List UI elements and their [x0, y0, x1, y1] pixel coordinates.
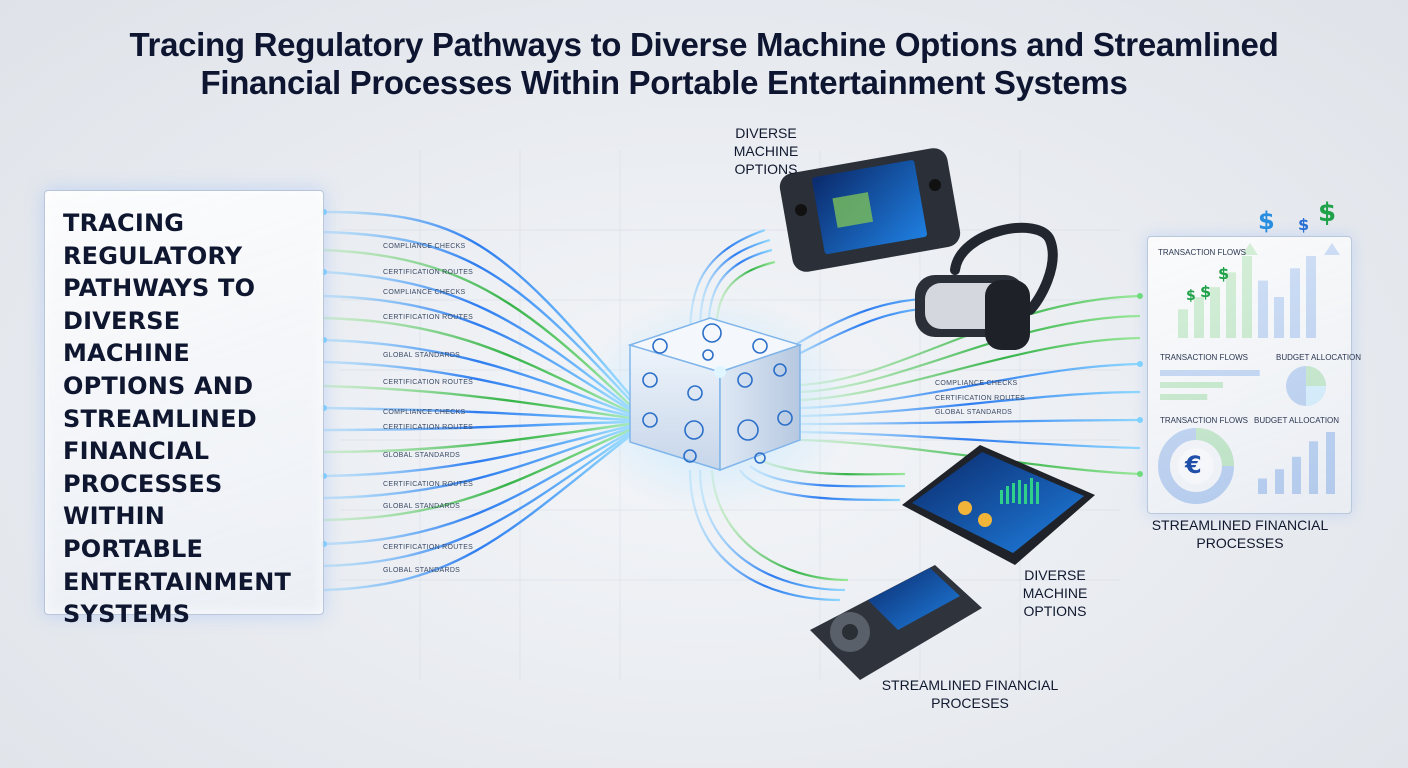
left-panel-line: Financial	[63, 437, 210, 466]
left-panel-line: Diverse Machine	[63, 306, 190, 368]
media-player-icon	[810, 565, 982, 680]
flow-label: Global standards	[383, 452, 461, 459]
flow-label: Compliance checks	[383, 243, 466, 250]
left-panel-line: Entertainment	[63, 567, 292, 596]
dollar-icon: $	[1258, 207, 1275, 235]
page-title: Tracing Regulatory Pathways to Diverse M…	[0, 26, 1408, 102]
title-line-1: Tracing Regulatory Pathways to Diverse M…	[129, 26, 1279, 63]
handheld-console-icon	[779, 148, 961, 272]
left-panel-line: Processes	[63, 469, 223, 498]
left-panel-line: Portable	[63, 534, 204, 563]
financial-dashboard-panel	[1147, 236, 1352, 514]
left-panel-line: Within	[63, 502, 166, 531]
left-panel-line: Pathways to	[63, 274, 256, 303]
vr-headset-icon	[915, 222, 1058, 350]
dollar-icon: $	[1218, 264, 1230, 283]
label-financial-right: Streamlined Financial Processes	[1151, 517, 1329, 551]
flow-label: Global standards	[383, 352, 461, 359]
flow-label: Certification routes	[383, 481, 474, 488]
flow-label: Compliance checks	[383, 409, 466, 416]
finance-row2-right: Budget allocation	[1276, 353, 1362, 362]
flow-label: Compliance checks	[383, 289, 466, 296]
dollar-icon: $	[1318, 198, 1337, 228]
finance-row3-right: Budget allocation	[1254, 416, 1340, 425]
left-panel-line: Systems	[63, 600, 191, 629]
label-financial-bottom: Streamlined Financial Proceses	[881, 677, 1059, 711]
flow-label: Compliance checks	[935, 380, 1018, 387]
dollar-icon: $	[1186, 288, 1196, 304]
flow-label: Certification routes	[383, 424, 474, 431]
flow-label: Global standards	[383, 567, 461, 574]
left-panel-line: Regulatory	[63, 241, 243, 270]
flow-label: Certification routes	[383, 544, 474, 551]
label-diverse-machine-bottom: Diverse Machine Options	[1022, 567, 1088, 619]
finance-row3-left: Transaction flows	[1160, 416, 1249, 425]
flow-label: Certification routes	[935, 395, 1026, 402]
tablet-icon	[902, 445, 1095, 565]
finance-header: Transaction flows	[1158, 248, 1247, 257]
label-diverse-machine-top: Diverse Machine Options	[733, 125, 799, 177]
left-panel-line: Options and	[63, 371, 254, 400]
finance-row2-left: Transaction flows	[1160, 353, 1249, 362]
euro-symbol: €	[1185, 451, 1202, 479]
flow-label: Certification routes	[383, 314, 474, 321]
cube-hub-icon	[575, 295, 855, 515]
flow-label: Certification routes	[383, 379, 474, 386]
flow-label: Certification routes	[383, 269, 474, 276]
flow-label: Global standards	[383, 503, 461, 510]
dollar-icon: $	[1200, 282, 1212, 301]
left-panel-line: Streamlined	[63, 404, 257, 433]
left-panel-line: Tracing	[63, 209, 185, 237]
flow-label: Global standards	[935, 409, 1013, 416]
title-line-2: Financial Processes Within Portable Ente…	[200, 64, 1128, 101]
dollar-icon: $	[1298, 215, 1310, 234]
